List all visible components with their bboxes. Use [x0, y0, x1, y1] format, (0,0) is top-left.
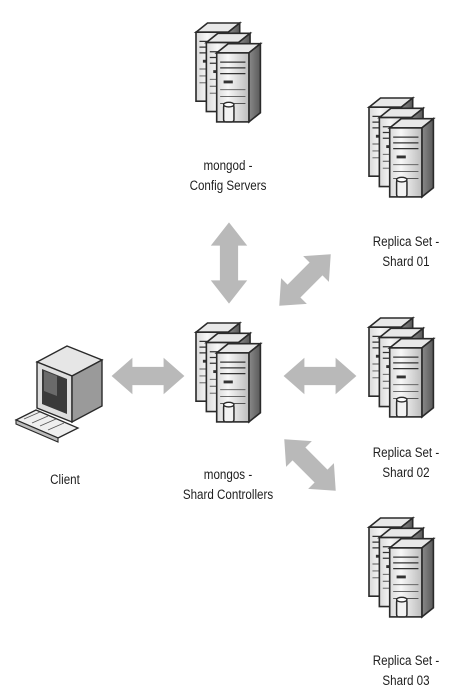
shard-03-node — [366, 515, 436, 630]
config-servers-label-line2: Config Servers — [189, 178, 267, 193]
shard-02-node — [366, 315, 436, 430]
shard-01-label-line1: Replica Set - — [372, 234, 440, 249]
arrow-mongos-shard-01 — [270, 245, 340, 315]
arrow-mongos-shard-02 — [283, 357, 357, 395]
arrow-mongos-client — [111, 357, 185, 395]
arrow-mongos-shard-03 — [275, 430, 345, 500]
desktop-computer-icon — [14, 345, 104, 443]
shard-01-label: Replica Set - Shard 01 — [363, 232, 449, 272]
client-label: Client — [35, 470, 95, 490]
server-stack-icon — [366, 315, 436, 430]
shard-02-label-line1: Replica Set - — [372, 445, 440, 460]
server-stack-icon — [366, 515, 436, 630]
server-stack-icon — [193, 320, 263, 435]
config-servers-label: mongod - Config Servers — [185, 156, 271, 196]
shard-01-label-line2: Shard 01 — [382, 254, 430, 269]
arrow-mongos-config — [210, 222, 248, 304]
config-servers-node — [193, 20, 263, 135]
mongos-label: mongos - Shard Controllers — [170, 465, 287, 505]
server-stack-icon — [366, 95, 436, 210]
server-stack-icon — [193, 20, 263, 135]
client-node — [12, 340, 108, 450]
mongos-node — [193, 320, 263, 435]
shard-02-label-line2: Shard 02 — [382, 465, 430, 480]
shard-03-label: Replica Set - Shard 03 — [363, 651, 449, 691]
shard-03-label-line2: Shard 03 — [382, 673, 430, 688]
mongos-label-line2: Shard Controllers — [182, 487, 274, 502]
shard-01-node — [366, 95, 436, 210]
mongos-label-line1: mongos - — [203, 467, 253, 482]
shard-03-label-line1: Replica Set - — [372, 653, 440, 668]
shard-02-label: Replica Set - Shard 02 — [363, 443, 449, 483]
config-servers-label-line1: mongod - — [203, 158, 253, 173]
client-label-line1: Client — [50, 472, 80, 487]
